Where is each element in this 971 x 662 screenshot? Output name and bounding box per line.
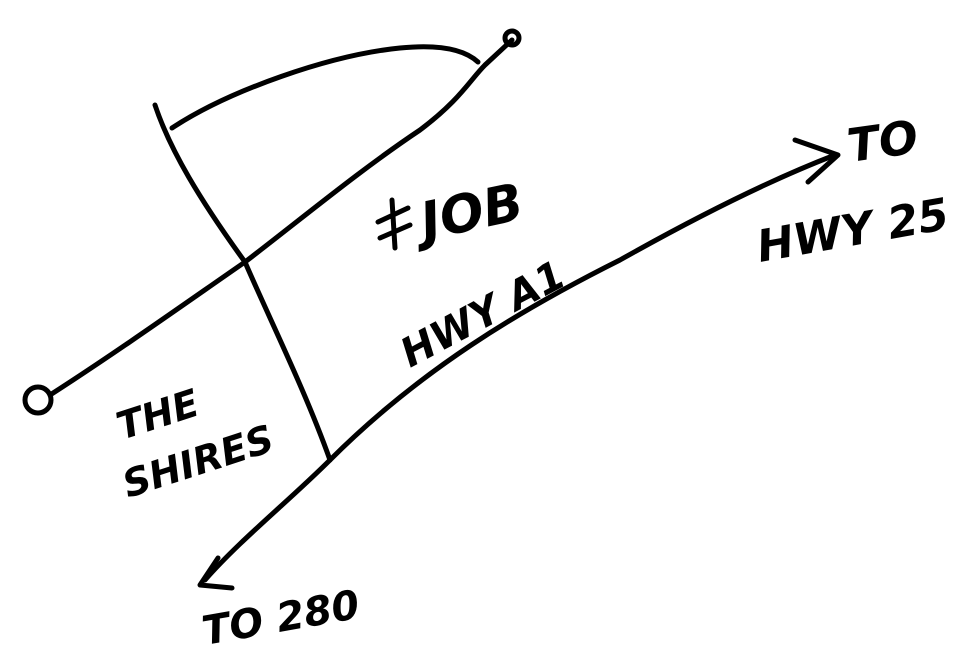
- label-job: JOB: [406, 173, 528, 255]
- highway-curve: [202, 152, 838, 583]
- road-end-circle-left: [22, 384, 54, 416]
- label-to-top: TO: [844, 110, 921, 173]
- label-highway: HWY A1: [393, 252, 573, 377]
- arrow-head-top-right: [792, 137, 841, 185]
- label-to-top-route: HWY 25: [753, 189, 953, 273]
- road-end-circle-right: [502, 28, 522, 48]
- arrow-head-bottom-left: [197, 555, 235, 591]
- label-the: THE: [111, 381, 204, 449]
- road-loop: [169, 44, 481, 131]
- road-vertical: [152, 102, 333, 463]
- job-marker-scribble: [375, 197, 413, 251]
- road-diagonal: [47, 37, 515, 398]
- label-to-bottom: TO 280: [199, 582, 363, 655]
